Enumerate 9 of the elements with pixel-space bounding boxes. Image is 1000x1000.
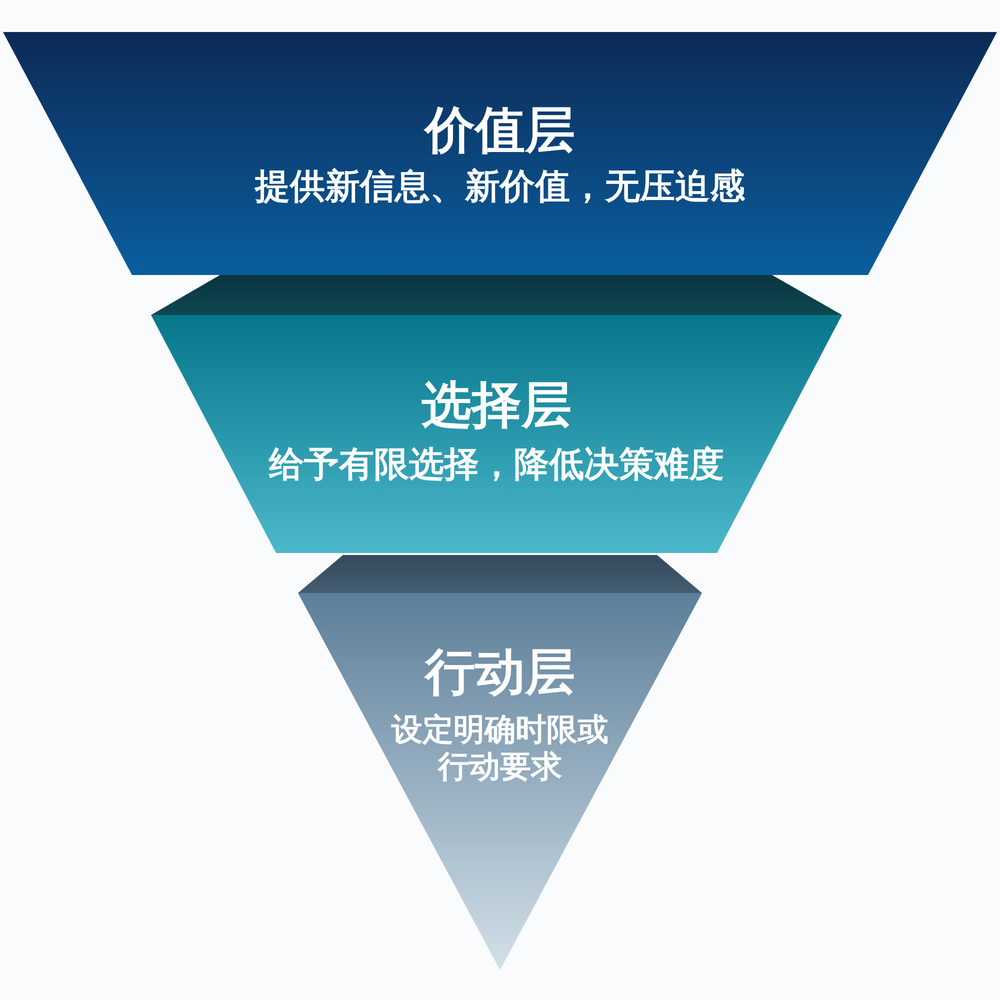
tier-description: 给予有限选择，降低决策难度 (269, 444, 724, 486)
funnel-tier (3, 32, 997, 275)
tier-title: 价值层 (425, 100, 575, 160)
funnel-tier (151, 275, 842, 553)
tier-description: 提供新信息、新价值，无压迫感 (255, 166, 745, 208)
tier-title: 选择层 (422, 375, 572, 435)
funnel-tier (298, 555, 702, 970)
tier-description: 设定明确时限或行动要求 (390, 712, 610, 786)
tier-title: 行动层 (425, 642, 575, 702)
